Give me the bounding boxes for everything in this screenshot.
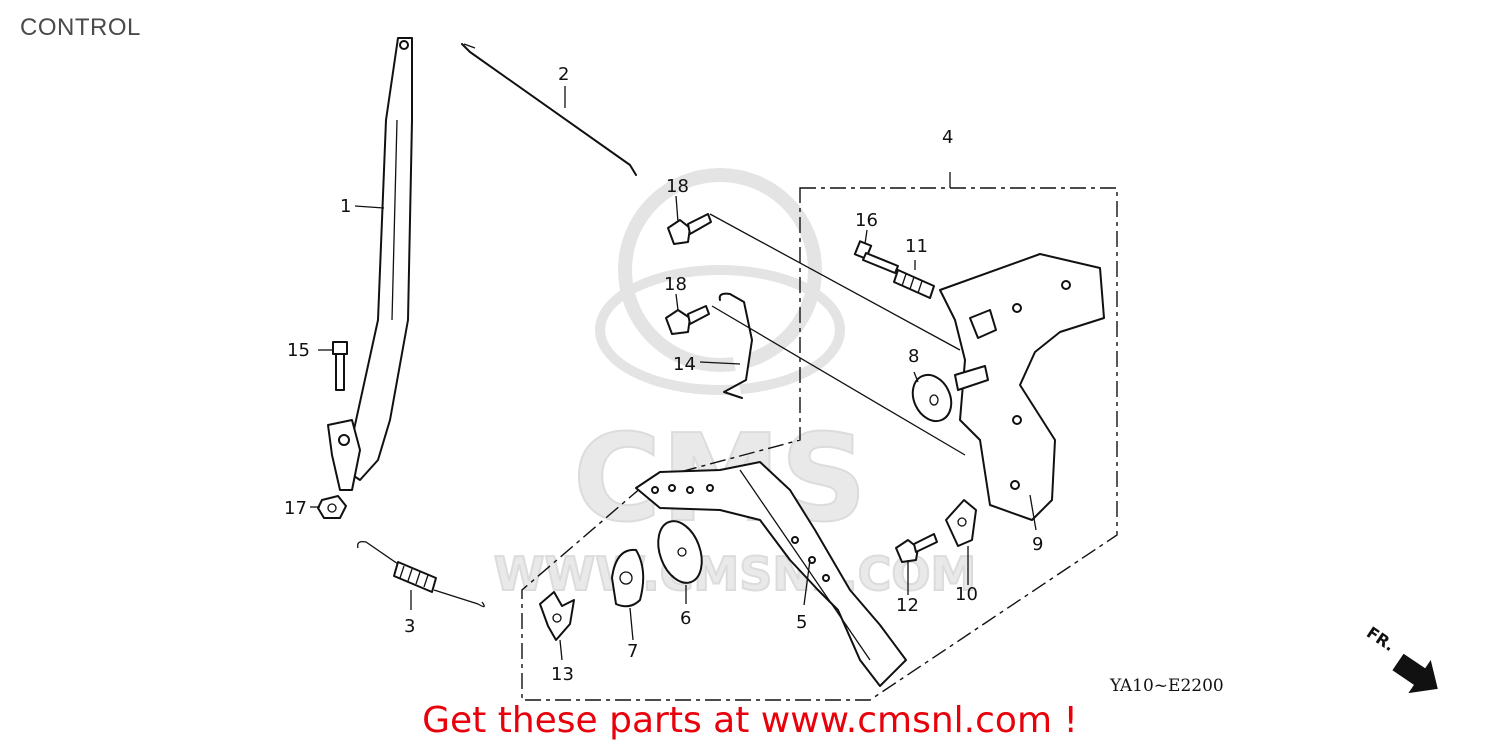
part-10-clip <box>945 499 977 547</box>
direction-label: FR. <box>1363 623 1398 655</box>
callouts: 1 2 3 4 5 6 7 8 9 10 11 12 13 14 15 16 1… <box>284 64 1043 685</box>
part-17-nut <box>317 495 347 519</box>
callout-15: 15 <box>287 340 310 361</box>
callout-8: 8 <box>908 346 919 367</box>
part-7-disc <box>611 548 645 608</box>
assembly-outline <box>521 187 1118 701</box>
part-1-lever <box>327 37 413 491</box>
part-15-bolt <box>332 341 348 391</box>
part-11-spring <box>893 269 935 299</box>
callout-2: 2 <box>558 64 569 85</box>
callout-5: 5 <box>796 612 807 633</box>
callout-18-lower: 18 <box>664 274 687 295</box>
leader-lines <box>310 86 1037 661</box>
callout-1: 1 <box>340 196 351 217</box>
callout-9: 9 <box>1032 534 1043 555</box>
page-title: CONTROL <box>20 14 141 41</box>
part-9-plate <box>939 253 1105 521</box>
part-2-rod <box>461 43 637 176</box>
part-5-bracket <box>635 461 907 687</box>
direction-arrow-icon <box>1392 653 1438 694</box>
callout-11: 11 <box>905 236 928 257</box>
part-13-wing-nut <box>539 591 575 641</box>
callout-4: 4 <box>942 127 953 148</box>
callout-10: 10 <box>955 584 978 605</box>
callout-16: 16 <box>855 210 878 231</box>
part-3-spring <box>357 540 485 608</box>
callout-18-upper: 18 <box>666 176 689 197</box>
callout-7: 7 <box>627 641 638 662</box>
callout-12: 12 <box>896 595 919 616</box>
callout-14: 14 <box>673 354 696 375</box>
callout-17: 17 <box>284 498 307 519</box>
part-14-link <box>718 292 753 399</box>
part-8-washer <box>911 373 953 423</box>
watermark-url: WWW.CMSNL.COM <box>494 547 977 601</box>
promo-link[interactable]: Get these parts at www.cmsnl.com ! <box>422 700 1078 741</box>
front-direction-indicator: FR. <box>1363 623 1438 694</box>
callout-6: 6 <box>680 608 691 629</box>
callout-3: 3 <box>404 616 415 637</box>
part-6-washer <box>657 520 703 584</box>
part-16-bolt <box>853 240 899 274</box>
diagram-code: YA10~E2200 <box>1109 676 1224 696</box>
callout-13: 13 <box>551 664 574 685</box>
part-18-bolt-upper <box>667 213 712 245</box>
part-18-bolt-lower <box>665 305 710 335</box>
part-12-bolt <box>895 533 938 563</box>
